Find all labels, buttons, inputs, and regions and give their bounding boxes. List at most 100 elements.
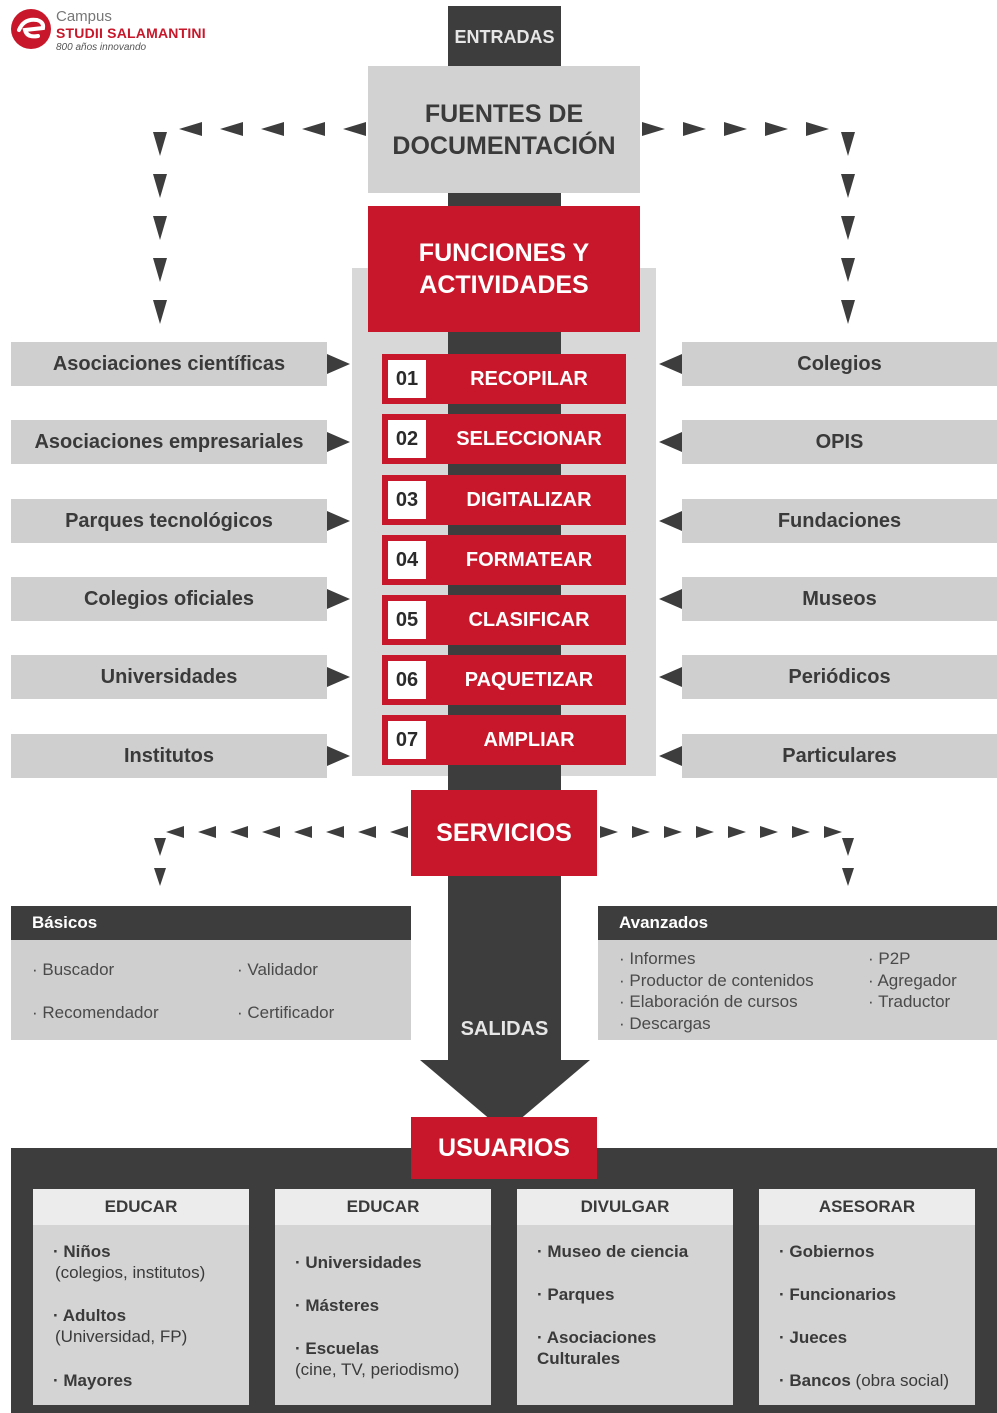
- users-title: USUARIOS: [438, 1133, 570, 1162]
- function-step-number: 03: [388, 481, 426, 519]
- logo-mark-icon: [11, 9, 51, 49]
- function-step: 02 SELECCIONAR: [382, 414, 626, 464]
- arrow-down-icon: [841, 132, 855, 156]
- functions-title: FUNCIONES Y ACTIVIDADES: [418, 239, 590, 299]
- arrow-left-icon: [198, 826, 216, 838]
- function-step-number: 02: [388, 420, 426, 458]
- function-step-label: FORMATEAR: [465, 548, 593, 571]
- arrow-right-icon: [327, 511, 350, 531]
- arrow-right-icon: [683, 122, 706, 136]
- user-group-item: · Jueces: [779, 1327, 975, 1348]
- user-group: DIVULGAR · Museo de ciencia · Parques · …: [517, 1189, 733, 1405]
- function-step-label: SELECCIONAR: [456, 427, 602, 450]
- advanced-services-panel: Avanzados · Informes · Productor de cont…: [598, 906, 997, 1040]
- user-group-item: · Parques: [537, 1284, 717, 1305]
- arrow-right-icon: [724, 122, 747, 136]
- user-item-label: · Bancos: [779, 1371, 851, 1390]
- outputs-label: SALIDAS: [460, 1017, 549, 1040]
- user-group-title: ASESORAR: [759, 1189, 975, 1225]
- advanced-service-item: · Traductor: [868, 992, 951, 1011]
- basic-services-title: Básicos: [11, 906, 411, 940]
- arrow-down-icon: [841, 174, 855, 198]
- user-group-title: EDUCAR: [33, 1189, 249, 1225]
- arrow-down-icon: [154, 868, 166, 886]
- function-step: 07 AMPLIAR: [382, 715, 626, 765]
- user-group: ASESORAR · Gobiernos · Funcionarios · Ju…: [759, 1189, 975, 1405]
- user-group-title: DIVULGAR: [517, 1189, 733, 1225]
- arrow-heads: [153, 122, 855, 886]
- arrow-right-icon: [327, 746, 350, 766]
- function-step-label: AMPLIAR: [483, 728, 575, 751]
- arrow-left-icon: [220, 122, 243, 136]
- arrow-left-icon: [358, 826, 376, 838]
- left-source-item: Colegios oficiales: [11, 577, 327, 621]
- arrow-left-icon: [659, 746, 682, 766]
- right-source-item: Particulares: [682, 734, 997, 778]
- arrow-left-icon: [230, 826, 248, 838]
- user-item-note: (colegios, institutos): [55, 1263, 206, 1282]
- user-group-item: · Escuelas (cine, TV, periodismo): [295, 1338, 485, 1380]
- arrow-left-icon: [326, 826, 344, 838]
- arrow-down-icon: [153, 216, 167, 240]
- advanced-service-item: · Informes: [619, 949, 696, 968]
- user-group-item: · Museo de ciencia: [537, 1241, 717, 1262]
- arrow-right-icon: [642, 122, 665, 136]
- basic-service-item: · Recomendador: [32, 1003, 159, 1022]
- user-group-item: · Funcionarios: [779, 1284, 975, 1305]
- arrow-right-icon: [600, 826, 618, 838]
- arrow-right-icon: [327, 354, 350, 374]
- arrow-right-icon: [327, 589, 350, 609]
- right-source-item: Fundaciones: [682, 499, 997, 543]
- logo: Campus STUDII SALAMANTINI 800 años innov…: [10, 6, 210, 58]
- arrow-right-icon: [632, 826, 650, 838]
- user-item-label: · Parques: [537, 1285, 615, 1304]
- services-title: SERVICIOS: [436, 818, 572, 847]
- sources-title: FUENTES DE DOCUMENTACIÓN: [392, 99, 616, 160]
- advanced-services-title: Avanzados: [598, 906, 997, 940]
- user-item-label: · Universidades: [295, 1253, 422, 1272]
- advanced-service-item: · Elaboración de cursos: [619, 992, 798, 1011]
- arrow-left-icon: [659, 511, 682, 531]
- left-source-item: Institutos: [11, 734, 327, 778]
- arrow-down-icon: [153, 174, 167, 198]
- user-item-label: · Másteres: [295, 1296, 380, 1315]
- function-step-number: 06: [388, 661, 426, 699]
- basic-service-item: · Buscador: [32, 960, 115, 979]
- arrow-left-icon: [179, 122, 202, 136]
- arrow-left-icon: [302, 122, 325, 136]
- function-step-number: 07: [388, 721, 426, 759]
- arrow-left-icon: [261, 122, 284, 136]
- user-group-item: · Gobiernos: [779, 1241, 975, 1262]
- function-step-number: 04: [388, 541, 426, 579]
- user-item-label: · Funcionarios: [779, 1285, 897, 1304]
- arrow-down-icon: [153, 132, 167, 156]
- arrow-left-icon: [659, 432, 682, 452]
- advanced-service-item: · Productor de contenidos: [619, 971, 814, 990]
- arrow-right-icon: [728, 826, 746, 838]
- function-step-label: PAQUETIZAR: [464, 668, 594, 691]
- arrow-down-icon: [153, 300, 167, 324]
- function-step: 01 RECOPILAR: [382, 354, 626, 404]
- user-group-item: · Niños (colegios, institutos): [53, 1241, 243, 1283]
- user-group-item: · Másteres: [295, 1295, 485, 1316]
- user-item-label: · Escuelas: [295, 1339, 380, 1358]
- advanced-service-item: · Agregador: [868, 971, 957, 990]
- function-step: 03 DIGITALIZAR: [382, 475, 626, 525]
- arrow-down-icon: [841, 300, 855, 324]
- user-group-item: · Bancos (obra social): [779, 1370, 975, 1391]
- inputs-label: ENTRADAS: [454, 26, 555, 47]
- function-step: 04 FORMATEAR: [382, 535, 626, 585]
- advanced-service-item: · Descargas: [619, 1014, 711, 1033]
- function-step-number: 05: [388, 601, 426, 639]
- function-step: 05 CLASIFICAR: [382, 595, 626, 645]
- right-source-item: Colegios: [682, 342, 997, 386]
- left-source-item: Parques tecnológicos: [11, 499, 327, 543]
- arrow-right-icon: [765, 122, 788, 136]
- logo-line-3: 800 años innovando: [56, 42, 147, 53]
- user-group-item: · Adultos (Universidad, FP): [53, 1305, 243, 1347]
- user-group: EDUCAR · Universidades · Másteres · Escu…: [275, 1189, 491, 1405]
- function-step: 06 PAQUETIZAR: [382, 655, 626, 705]
- arrow-down-icon: [842, 868, 854, 886]
- logo-line-1: Campus: [56, 8, 112, 25]
- function-step-label: DIGITALIZAR: [466, 488, 592, 511]
